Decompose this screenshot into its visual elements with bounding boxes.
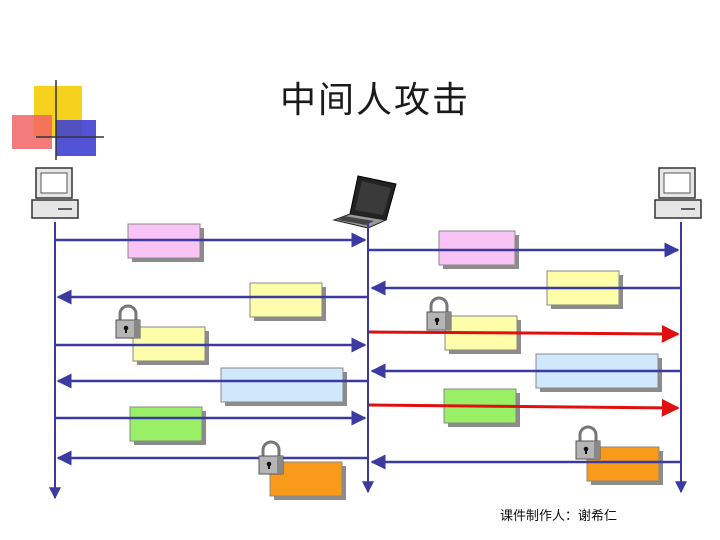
message-row [56,367,367,406]
desktop-computer-icon [654,167,702,219]
message-row [369,230,680,269]
credit-text: 课件制作人：谢希仁 [500,509,618,524]
padlock-icon [114,304,142,340]
logo-blue-square [56,120,96,156]
message-row-attack [368,388,680,427]
message-row [56,326,367,365]
message-row [370,353,680,392]
logo-red-square [12,115,52,149]
message-row [56,282,367,321]
message-row [56,406,367,445]
desktop-computer-icon [31,167,79,219]
slide-title: 中间人攻击 [280,80,471,121]
message-row [370,270,680,309]
padlock-icon [425,296,453,332]
laptop-icon [332,175,397,229]
padlock-icon [574,425,602,461]
padlock-icon [257,440,285,476]
message-row [56,223,367,262]
message-row [56,450,367,500]
message-row [370,446,680,485]
message-row-attack [368,315,680,354]
